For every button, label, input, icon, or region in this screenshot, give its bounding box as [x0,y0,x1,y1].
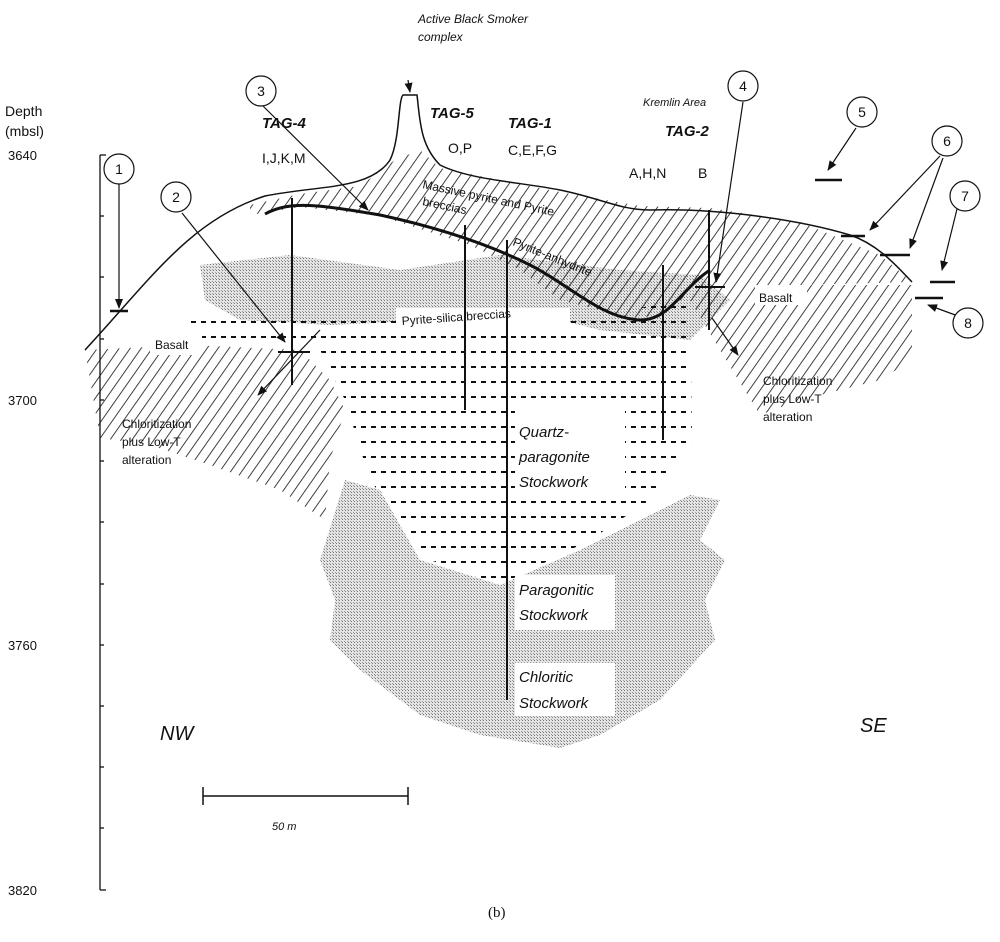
axis-title: Depth [5,103,42,119]
paragonitic-label-2: Stockwork [519,607,590,624]
callout-arrows [110,79,959,396]
tag2-holes: A,H,N [629,165,666,181]
scale-label: 50 m [272,821,296,833]
callout-1: 1 [115,161,123,177]
massive-sulfide-zone [250,150,912,318]
tick-label: 3640 [8,148,37,163]
tag4-holes: I,J,K,M [262,150,306,166]
kremlin-label: Kremlin Area [643,97,706,109]
quartz-label-3: Stockwork [519,474,590,491]
callout-7: 7 [961,188,969,204]
quartz-label-2: paragonite [518,449,590,466]
tag5-label: TAG-5 [430,105,475,122]
tag1-holes: C,E,F,G [508,142,557,158]
smoker-label: Active Black Smoker [417,12,529,26]
callout-8: 8 [964,315,972,331]
pyrite-anhydrite-contact [264,203,711,322]
chlor-left-label-3: alteration [122,453,171,467]
tag2-b: B [698,165,707,181]
chloritic-label-2: Stockwork [519,695,590,712]
callout-3: 3 [257,83,265,99]
quartz-paragonite-zone [190,300,692,585]
tag1-label: TAG-1 [508,115,552,132]
tick-label: 3820 [8,883,37,898]
callout-4: 4 [739,78,747,94]
chloritic-label: Chloritic [519,669,574,686]
quartz-label: Quartz- [519,424,569,441]
axis-title-unit: (mbsl) [5,123,44,139]
chlor-left-label: Chloritization [122,417,191,431]
callout-circles [103,70,984,339]
tag5-holes: O,P [448,140,472,156]
basalt-right-label: Basalt [759,291,793,305]
callout-2: 2 [172,189,180,205]
tag2-label: TAG-2 [665,123,710,140]
smoker-label-2: complex [418,30,464,44]
nw-label: NW [160,723,195,745]
se-label: SE [860,715,887,737]
basalt-left-zone [85,345,345,520]
callout-6: 6 [943,133,951,149]
figure-caption: (b) [488,905,506,921]
drill-holes [278,198,725,700]
depth-axis [99,154,106,891]
chlor-right-label: Chloritization [763,374,832,388]
basalt-left-label: Basalt [155,338,189,352]
tick-label: 3760 [8,638,37,653]
chlor-left-label-2: plus Low-T [122,435,181,449]
tick-label: 3700 [8,393,37,408]
tag4-label: TAG-4 [262,115,307,132]
paragonitic-label: Paragonitic [519,582,595,599]
chlor-right-label-3: alteration [763,410,812,424]
basalt-right-zone [690,285,912,415]
scale-bar [202,787,409,805]
seafloor-profile [84,94,913,351]
callout-5: 5 [858,104,866,120]
chlor-right-label-2: plus Low-T [763,392,822,406]
